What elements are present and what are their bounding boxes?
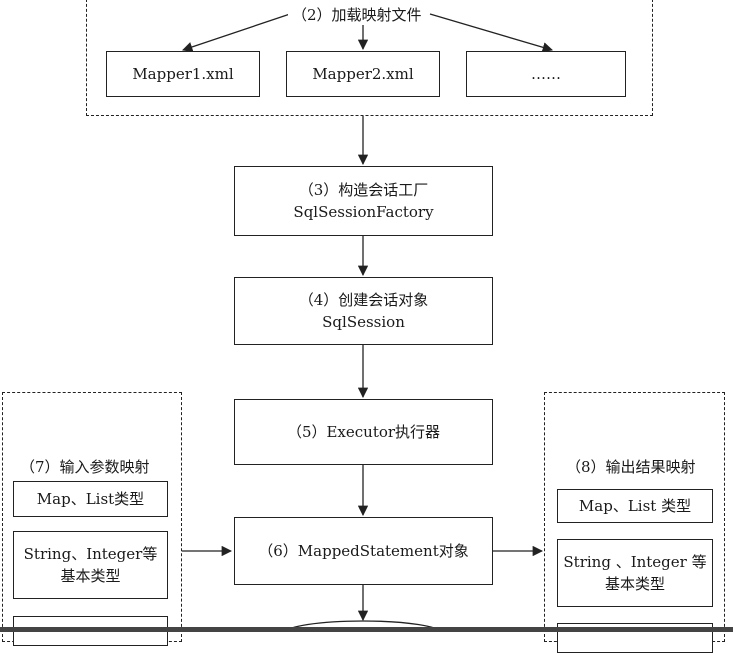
mapper2-label: Mapper2.xml — [312, 65, 414, 83]
session-box: （4）创建会话对象 SqlSession — [234, 277, 493, 345]
output-map-list-box: Map、List 类型 — [557, 489, 713, 523]
input-basic-types-line2: 基本类型 — [60, 567, 121, 585]
output-basic-types-line2: 基本类型 — [604, 575, 665, 593]
load-mapping-group — [86, 0, 653, 116]
session-name: SqlSession — [322, 313, 405, 331]
executor-label: （5）Executor执行器 — [286, 423, 441, 441]
mapped-statement-label: （6）MappedStatement对象 — [258, 542, 469, 560]
output-basic-types-line1: String 、Integer 等 — [563, 553, 707, 571]
input-basic-types-box: String、Integer等 基本类型 — [13, 531, 168, 599]
arrow-to-mapper-more — [429, 13, 553, 53]
output-mapping-title: （8）输出结果映射 — [566, 457, 696, 477]
load-mapping-title: （2）加载映射文件 — [288, 5, 426, 25]
arrow-to-mapper1 — [182, 13, 291, 52]
input-map-list-label: Map、List类型 — [36, 490, 145, 508]
mapped-statement-box: （6）MappedStatement对象 — [234, 517, 493, 585]
input-basic-types-line1: String、Integer等 — [23, 545, 158, 563]
mapper2-file: Mapper2.xml — [286, 51, 440, 97]
session-title: （4）创建会话对象 — [298, 291, 429, 309]
bottom-edge — [0, 627, 733, 632]
mapper-more-label: …… — [531, 65, 561, 83]
session-factory-name: SqlSessionFactory — [293, 203, 434, 221]
output-map-list-label: Map、List 类型 — [578, 497, 692, 515]
input-map-list-box: Map、List类型 — [13, 481, 168, 517]
mapper-more-file: …… — [466, 51, 626, 97]
mapper1-label: Mapper1.xml — [132, 65, 234, 83]
output-basic-types-box: String 、Integer 等 基本类型 — [557, 539, 713, 607]
mapper1-file: Mapper1.xml — [106, 51, 260, 97]
executor-box: （5）Executor执行器 — [234, 399, 493, 465]
session-factory-title: （3）构造会话工厂 — [298, 181, 429, 199]
input-mapping-group — [2, 392, 182, 642]
session-factory-box: （3）构造会话工厂 SqlSessionFactory — [234, 166, 493, 236]
input-mapping-title: （7）输入参数映射 — [20, 457, 150, 477]
